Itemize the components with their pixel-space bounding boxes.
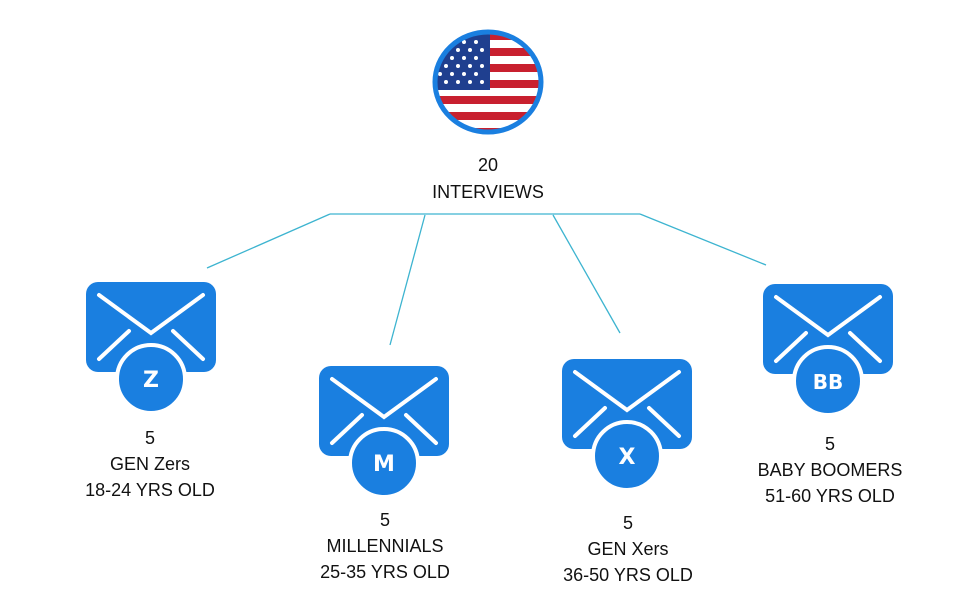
total-count: 20 — [477, 155, 499, 175]
envelope-icon-genx: X — [562, 359, 692, 488]
badge-boomers: BB — [813, 370, 844, 394]
badge-genz: Z — [143, 368, 159, 393]
group-label-genx: 5 GEN Xers 36-50 YRS OLD — [518, 510, 738, 588]
badge-millennials: M — [373, 452, 395, 477]
group-count: 5 — [144, 428, 155, 448]
group-name: MILLENNIALS — [326, 536, 444, 556]
group-count: 5 — [379, 510, 390, 530]
connector-boomers — [639, 213, 767, 266]
group-label-boomers: 5 BABY BOOMERS 51-60 YRS OLD — [720, 431, 940, 509]
connector-genx — [552, 214, 621, 334]
total-label: INTERVIEWS — [432, 182, 544, 202]
group-count: 5 — [622, 513, 633, 533]
connector-millennials — [389, 214, 426, 346]
envelope-icon-millennials: M — [319, 366, 449, 495]
us-flag-icon — [432, 29, 544, 135]
envelope-icon-boomers: BB — [763, 284, 893, 413]
group-label-millennials: 5 MILLENNIALS 25-35 YRS OLD — [275, 507, 495, 585]
badge-genx: X — [619, 445, 636, 470]
group-name: GEN Zers — [109, 454, 190, 474]
group-age: 18-24 YRS OLD — [85, 480, 215, 500]
group-age: 51-60 YRS OLD — [765, 486, 895, 506]
group-name: BABY BOOMERS — [757, 460, 903, 480]
group-age: 36-50 YRS OLD — [563, 565, 693, 585]
group-label-genz: 5 GEN Zers 18-24 YRS OLD — [40, 425, 260, 503]
group-count: 5 — [824, 434, 835, 454]
group-name: GEN Xers — [587, 539, 669, 559]
connector-genz — [206, 213, 331, 269]
envelope-icon-genz: Z — [86, 282, 216, 411]
group-age: 25-35 YRS OLD — [320, 562, 450, 582]
